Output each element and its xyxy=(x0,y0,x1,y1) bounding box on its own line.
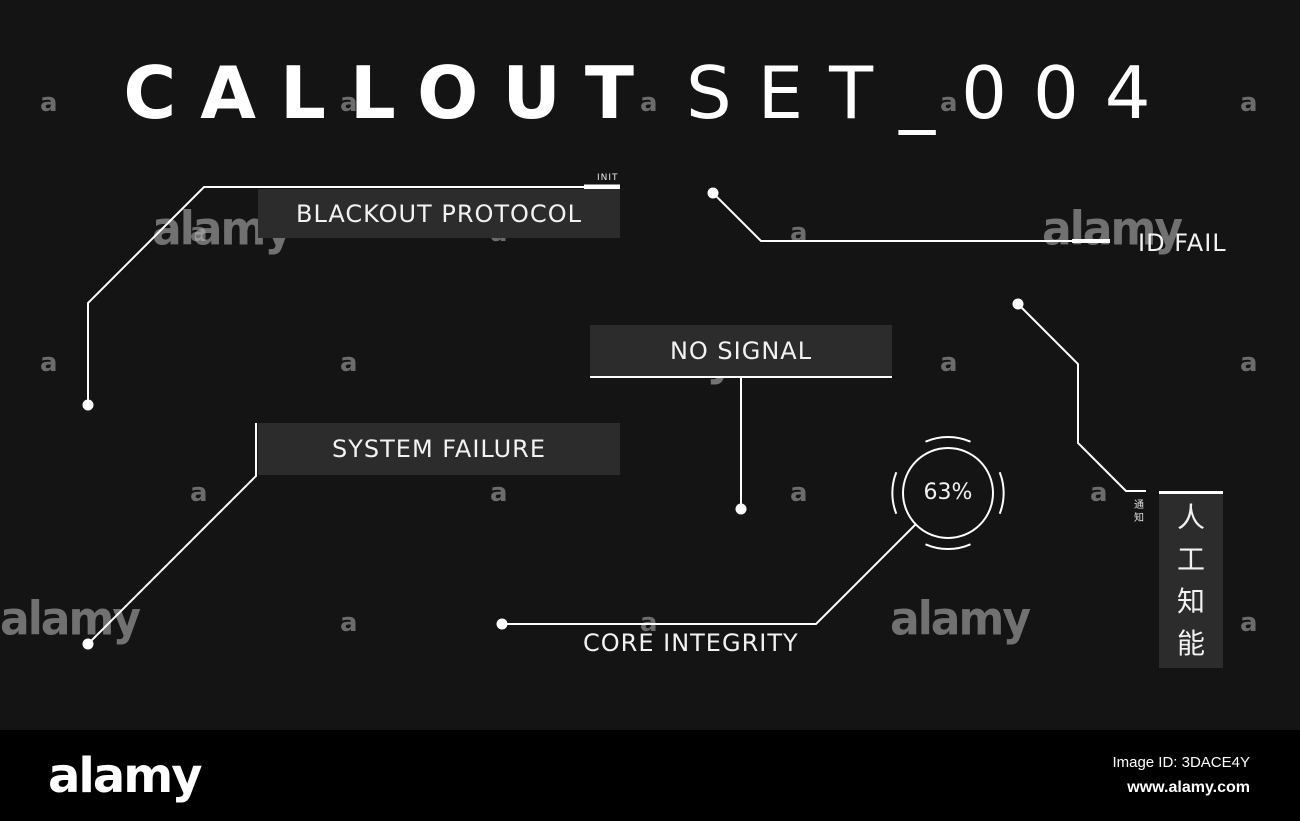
id-fail-node xyxy=(707,187,719,199)
vertical-node xyxy=(1012,298,1024,310)
watermark-a: a xyxy=(1240,608,1258,638)
watermark-a: a xyxy=(340,608,358,638)
image-id: Image ID: 3DACE4Y xyxy=(1112,754,1250,771)
watermark-a: a xyxy=(490,478,508,508)
blackout-connector xyxy=(87,186,620,405)
blackout-protocol-box: BLACKOUT PROTOCOL xyxy=(258,189,620,238)
alamy-logo: alamy xyxy=(48,748,203,804)
watermark-a: a xyxy=(1090,478,1108,508)
watermark-alamy: alamy xyxy=(1042,202,1183,257)
vertical-char: 知 xyxy=(1176,585,1205,618)
watermark-a: a xyxy=(940,88,958,118)
watermark-a: a xyxy=(640,88,658,118)
title-thin: SET_004 xyxy=(685,51,1177,135)
watermark-a: a xyxy=(940,348,958,378)
no-signal-node xyxy=(735,503,747,515)
core-integrity-node xyxy=(496,618,508,630)
watermark-a: a xyxy=(40,348,58,378)
gauge-value: 63% xyxy=(923,480,973,505)
blackout-protocol-label: BLACKOUT PROTOCOL xyxy=(296,199,582,228)
core-integrity-label: CORE INTEGRITY xyxy=(583,629,799,657)
watermark-alamy: alamy xyxy=(0,592,141,647)
no-signal-label: NO SIGNAL xyxy=(669,336,813,365)
id-fail-connector xyxy=(712,192,1110,242)
title-bold: CALLOUT xyxy=(123,51,658,135)
init-tag: INIT xyxy=(597,173,619,183)
id-fail-label: ID FAIL xyxy=(1138,229,1227,257)
blackout-node xyxy=(82,399,94,411)
vertical-box: 人 工 知 能 xyxy=(1159,494,1223,668)
system-failure-label: SYSTEM FAILURE xyxy=(332,435,546,463)
canvas: a a a a a a a a a a a a a a a a a a a al… xyxy=(0,48,1300,668)
page-title: CALLOUT SET_004 xyxy=(0,48,1300,138)
side-char: 知 xyxy=(1134,513,1144,524)
watermark-a: a xyxy=(1240,348,1258,378)
gauge-arc-top xyxy=(925,435,971,443)
no-signal-box: NO SIGNAL xyxy=(590,325,892,376)
watermark-a: a xyxy=(340,348,358,378)
watermark-alamy: alamy xyxy=(890,592,1031,647)
callout-lines xyxy=(82,184,1223,650)
site-url[interactable]: www.alamy.com xyxy=(1127,779,1250,796)
stock-footer: alamy Image ID: 3DACE4Y www.alamy.com xyxy=(0,730,1300,821)
vertical-char: 能 xyxy=(1176,627,1205,660)
gauge-ring xyxy=(902,447,994,539)
watermark-a: a xyxy=(190,478,208,508)
watermark-a: a xyxy=(40,88,58,118)
vertical-connector xyxy=(1017,303,1146,492)
vertical-char: 人 xyxy=(1176,501,1205,534)
side-char: 通 xyxy=(1134,500,1144,511)
watermark-a: a xyxy=(340,88,358,118)
system-failure-connector xyxy=(87,423,257,645)
vertical-char: 工 xyxy=(1176,543,1205,576)
system-failure-box: SYSTEM FAILURE xyxy=(258,423,620,475)
watermark-a: a xyxy=(790,478,808,508)
gauge-arc-right xyxy=(998,471,1005,515)
side-tag: 通 知 xyxy=(1134,499,1146,525)
core-integrity-connector xyxy=(502,523,917,625)
gauge-arc-left xyxy=(891,471,898,515)
watermark-a: a xyxy=(1240,88,1258,118)
watermark-a: a xyxy=(190,218,208,248)
gauge-arc-bottom xyxy=(925,543,971,551)
system-failure-node xyxy=(82,638,94,650)
